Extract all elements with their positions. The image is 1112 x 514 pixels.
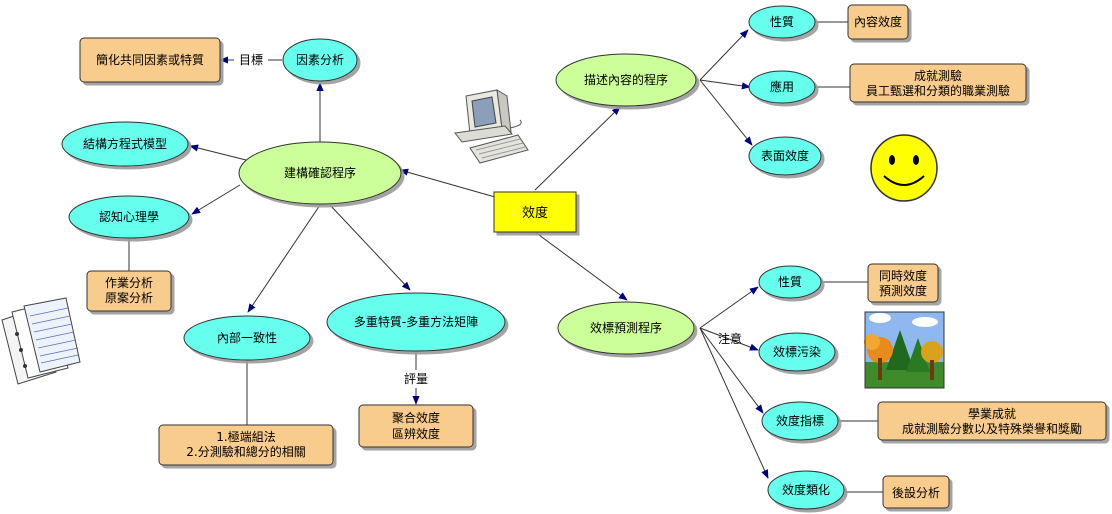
box-simplify-line1: 簡化共同因素或特質 <box>96 52 204 67</box>
box-task-analysis-line1: 作業分析 <box>105 276 153 290</box>
box-task-analysis-line2: 原案分析 <box>105 290 153 305</box>
computer-icon <box>454 89 529 164</box>
node-criterion-nature <box>758 265 822 299</box>
node-coefficient-label: 效度指標 <box>776 413 824 428</box>
node-content-label: 描述內容的程序 <box>584 72 668 87</box>
node-content-application <box>748 70 816 104</box>
node-construct-label: 建構確認程序 <box>284 165 356 180</box>
node-construct <box>238 141 402 205</box>
edge-label-attention: 注意 <box>718 331 742 346</box>
node-coefficient <box>761 401 839 441</box>
documents-icon <box>1 297 81 385</box>
box-extreme-line2: 2.分測驗和總分的相關 <box>186 444 305 459</box>
node-factor-analysis-label: 因素分析 <box>296 53 344 67</box>
edge-criterion-contamination <box>699 327 759 351</box>
box-convergent <box>358 404 474 448</box>
node-internal-label: 內部一致性 <box>217 330 277 345</box>
node-internal <box>183 315 311 361</box>
connectors <box>128 21 883 493</box>
box-task-analysis <box>86 270 172 312</box>
box-extreme-line1: 1.極端組法 <box>216 429 275 444</box>
node-factor-analysis <box>282 38 358 82</box>
edge-criterion-generalization <box>699 327 769 479</box>
node-mtmm <box>326 292 506 352</box>
edge-label-evaluate: 評量 <box>404 371 428 386</box>
box-concurrent <box>867 263 939 303</box>
center-label: 效度 <box>522 205 548 221</box>
node-mtmm-label: 多重特質-多重方法矩陣 <box>354 314 478 329</box>
node-generalization-label: 效度類化 <box>782 482 830 497</box>
edge-criterion-nature <box>699 286 759 329</box>
box-academic-line1: 學業成就 <box>968 407 1016 421</box>
box-academic-line2: 成就測驗分數以及特殊榮譽和獎勵 <box>902 421 1082 436</box>
node-face <box>748 136 822 176</box>
edge-center-content <box>534 106 621 191</box>
node-content-nature-label: 性質 <box>770 14 794 29</box>
edge-content-nature <box>699 29 749 81</box>
box-achievement-line1: 成就測驗 <box>914 69 962 83</box>
box-simplify <box>79 37 221 83</box>
box-convergent-line1: 聚合效度 <box>392 410 440 425</box>
node-sem <box>61 121 189 167</box>
edge-criterion-coefficient <box>699 327 764 414</box>
node-face-label: 表面效度 <box>761 148 809 163</box>
box-academic <box>877 401 1107 441</box>
landscape-icon <box>864 311 945 389</box>
edge-construct-mtmm <box>329 204 411 291</box>
box-convergent-line2: 區辨效度 <box>392 426 440 441</box>
box-meta <box>882 475 950 509</box>
box-concurrent-line1: 同時效度 <box>879 268 927 283</box>
node-cognitive <box>68 195 190 239</box>
node-contamination-label: 效標污染 <box>773 344 821 359</box>
node-criterion-label: 效標預測程序 <box>590 320 662 335</box>
box-extreme-groups <box>158 424 334 466</box>
node-generalization <box>767 470 845 510</box>
box-meta-line1: 後設分析 <box>892 485 940 500</box>
edge-center-criterion <box>534 231 628 301</box>
edge-content-application <box>699 79 751 90</box>
node-criterion <box>557 301 695 355</box>
edge-center-construct <box>399 168 496 198</box>
box-concurrent-line2: 預測效度 <box>879 283 927 298</box>
node-criterion-nature-label: 性質 <box>778 274 802 289</box>
box-content-validity-line1: 內容效度 <box>854 14 902 29</box>
edge-construct-sem <box>189 144 247 161</box>
node-sem-label: 結構方程式模型 <box>83 136 167 151</box>
node-content-application-label: 應用 <box>770 79 794 94</box>
box-achievement-line2: 員工甄選和分類的職業測驗 <box>866 83 1010 98</box>
node-cognitive-label: 認知心理學 <box>99 209 159 224</box>
node-content-nature <box>748 5 816 39</box>
node-contamination <box>758 332 836 372</box>
edge-content-face <box>699 79 753 146</box>
smiley-icon <box>870 134 938 202</box>
edge-label-goal: 目標 <box>239 53 263 67</box>
node-content <box>555 53 697 107</box>
box-achievement <box>849 63 1027 103</box>
edge-construct-cognitive <box>191 184 241 215</box>
edge-construct-internal <box>247 204 321 313</box>
box-content-validity <box>847 4 909 40</box>
center-node <box>493 191 577 233</box>
